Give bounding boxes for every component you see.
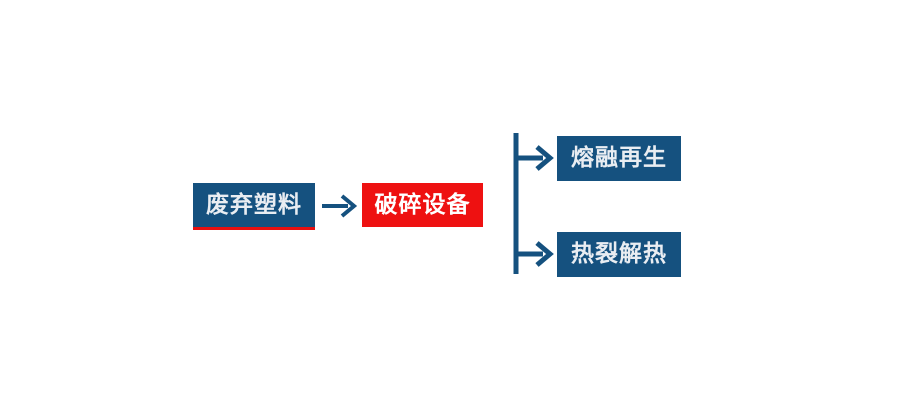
node-label: 破碎设备	[374, 191, 471, 218]
arrow-right-icon	[320, 188, 362, 224]
node-label: 废弃塑料	[206, 191, 302, 218]
node-label: 熔融再生	[571, 145, 667, 171]
node-pyrolysis[interactable]: 热裂解热	[557, 232, 681, 277]
node-melt-regeneration[interactable]: 熔融再生	[557, 136, 681, 181]
node-waste-plastic[interactable]: 废弃塑料	[193, 183, 315, 230]
node-label: 热裂解热	[571, 241, 667, 267]
node-crushing-equipment[interactable]: 破碎设备	[362, 183, 483, 227]
